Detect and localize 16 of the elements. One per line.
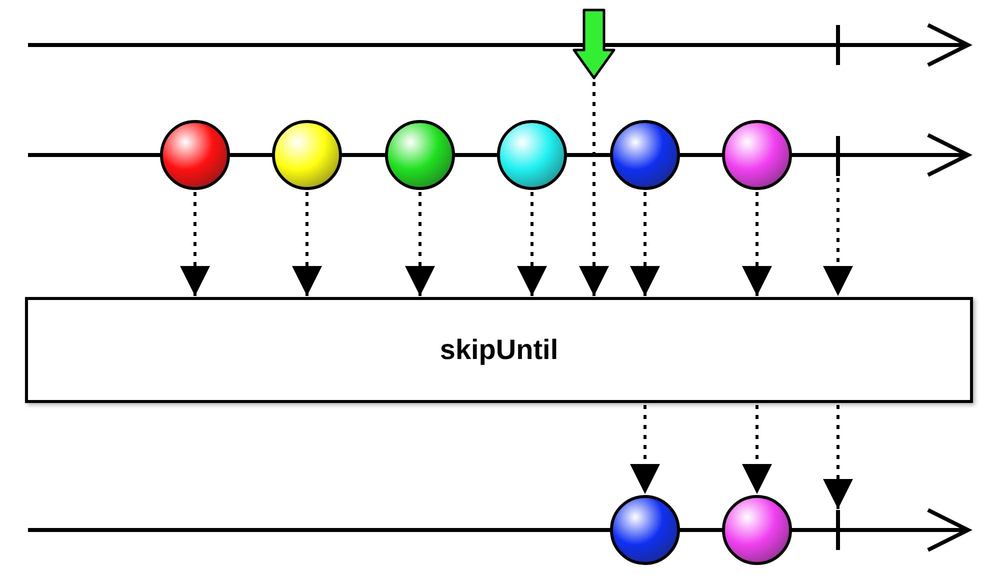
arrow — [742, 405, 772, 494]
arrow — [823, 178, 853, 296]
arrow — [405, 192, 435, 296]
arrow — [630, 192, 660, 296]
emission-arrow — [572, 8, 616, 80]
arrow — [517, 192, 547, 296]
operator-box — [25, 297, 973, 403]
arrow — [630, 405, 660, 494]
arrow — [180, 192, 210, 296]
operator-name: skipUntil — [440, 334, 558, 366]
arrow — [292, 192, 322, 296]
arrow — [823, 405, 853, 509]
completion-mark — [836, 136, 840, 176]
arrow — [742, 192, 772, 296]
completion-mark — [836, 510, 840, 550]
arrow — [579, 82, 609, 296]
